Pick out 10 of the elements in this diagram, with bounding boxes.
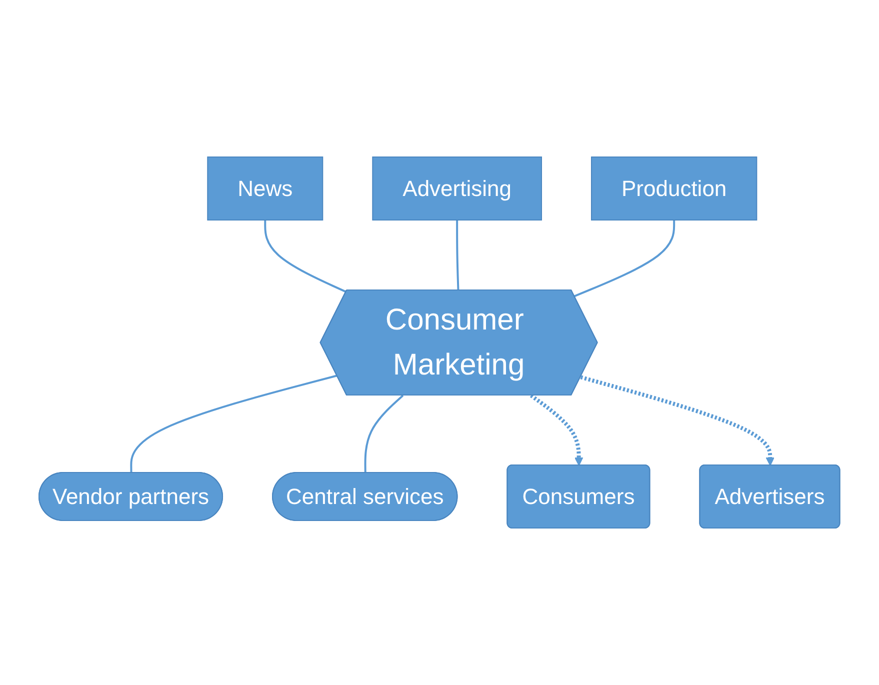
node-box: News — [207, 156, 324, 220]
connector — [264, 220, 347, 293]
arrow — [530, 394, 584, 466]
connector — [456, 220, 460, 291]
connector — [130, 374, 338, 474]
node-box: Production — [591, 156, 758, 220]
node-box: Advertising — [372, 156, 542, 220]
connector — [574, 220, 676, 298]
arrow — [580, 375, 775, 466]
connector — [364, 394, 404, 474]
